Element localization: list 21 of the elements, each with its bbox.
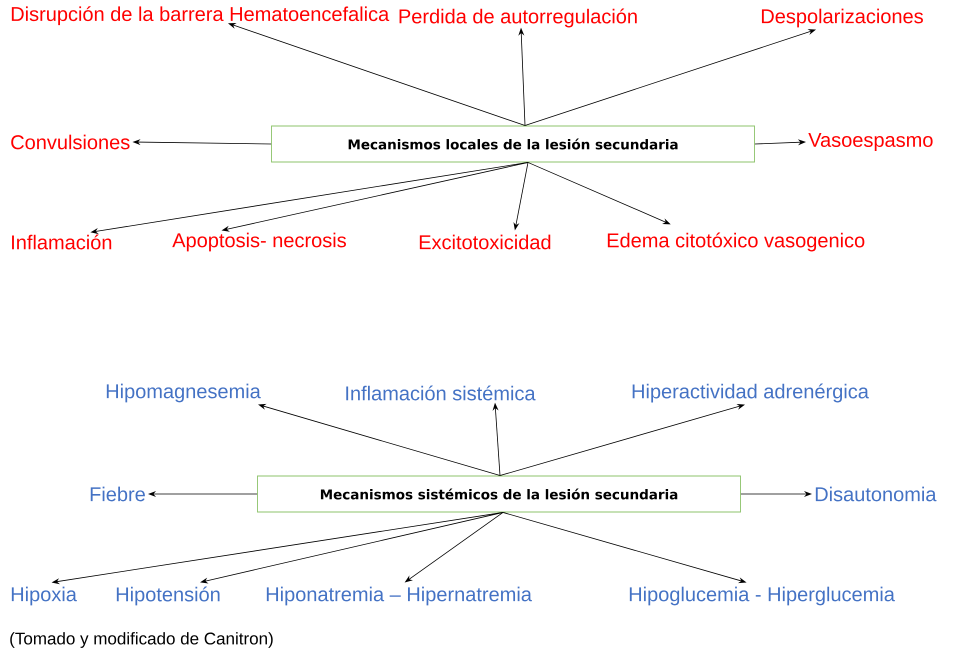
effect-label: Excitotoxicidad [420, 234, 550, 250]
effect-label: Hipoxia [12, 586, 77, 606]
effect-label: Hipotensión [116, 586, 220, 606]
effect-label: Hiponatremia – Hipernatremia [266, 586, 532, 606]
effect-label: Despolarizaciones [762, 8, 923, 28]
effect-label: Disrupción de la barrera Hematoencefalica [12, 6, 390, 26]
caption: (Tomado y modificado de Canitron) [10, 632, 273, 648]
effect-label: Fiebre [90, 486, 145, 502]
mechanism-box: Mecanismos locales de la lesión secundaria [271, 126, 755, 162]
effect-label: Vasoespasmo [808, 133, 933, 151]
effect-label: Hiperactividad adrenérgica [632, 384, 869, 402]
mechanism-box: Mecanismos sistémicos de la lesión secundaria [257, 476, 741, 512]
effect-label: Hipoglucemia - Hiperglucemia [630, 586, 895, 606]
effect-label: Disautonomia [816, 486, 936, 502]
effect-label: Inflamación [12, 234, 112, 250]
effect-label: Perdida de autorregulación [400, 8, 637, 28]
effect-label: Apoptosis- necrosis [172, 232, 346, 252]
effect-label: Edema citotóxico vasogenico [608, 232, 864, 252]
effect-label: Hipomagnesemia [106, 384, 261, 402]
effect-label: Inflamación sistémica [346, 386, 536, 400]
effect-label: Convulsiones [11, 134, 130, 150]
